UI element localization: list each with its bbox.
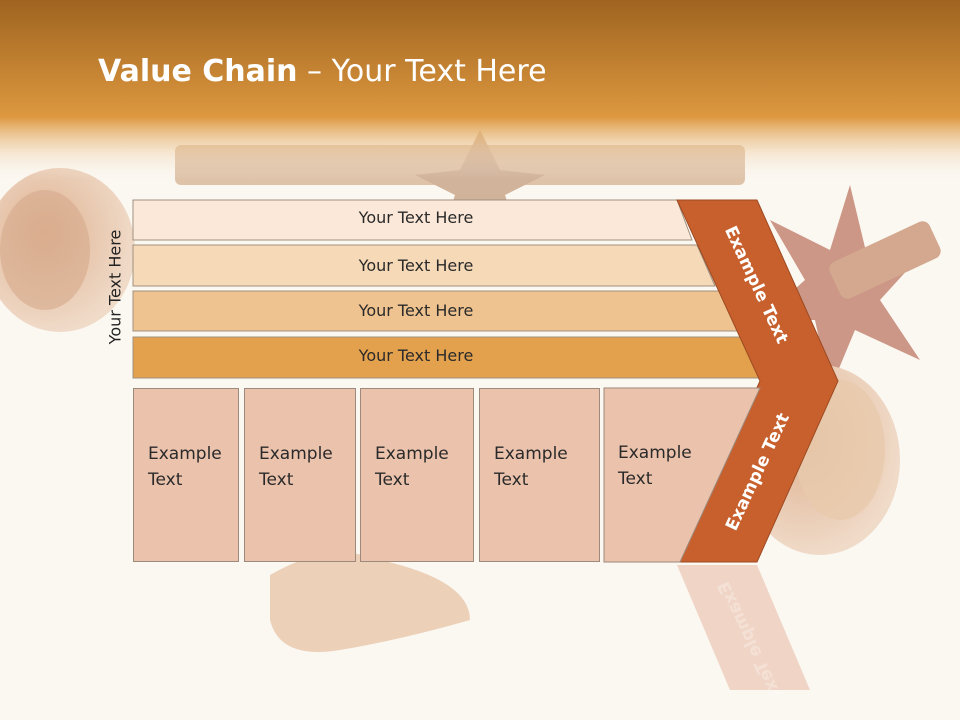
box-2-reflection: Example Text [244,562,356,702]
box-3-label: Example Text [375,444,449,490]
box-4-label: Example Text [494,444,568,490]
box-5-label: Example Text [618,443,692,489]
box-2: Example Text [244,388,356,562]
row-label-4: Your Text Here [358,346,474,365]
box-1-label: Example Text [148,444,222,490]
box-3: Example Text [360,388,474,562]
row-label-2: Your Text Here [358,256,474,275]
box-5: Example Text [604,388,714,562]
box-5-reflection: Example Text [604,562,714,702]
box-1-reflection: Example Text [133,562,239,702]
box-2-label: Example Text [259,444,333,490]
box-4: Example Text [479,388,600,562]
box-3-reflection: Example Text [360,562,474,702]
row-label-3: Your Text Here [358,301,474,320]
box-4-reflection: Example Text [479,562,600,702]
box-1: Example Text [133,388,239,562]
row-label-1: Your Text Here [358,208,474,227]
page-title: Value Chain – Your Text Here [98,54,547,89]
